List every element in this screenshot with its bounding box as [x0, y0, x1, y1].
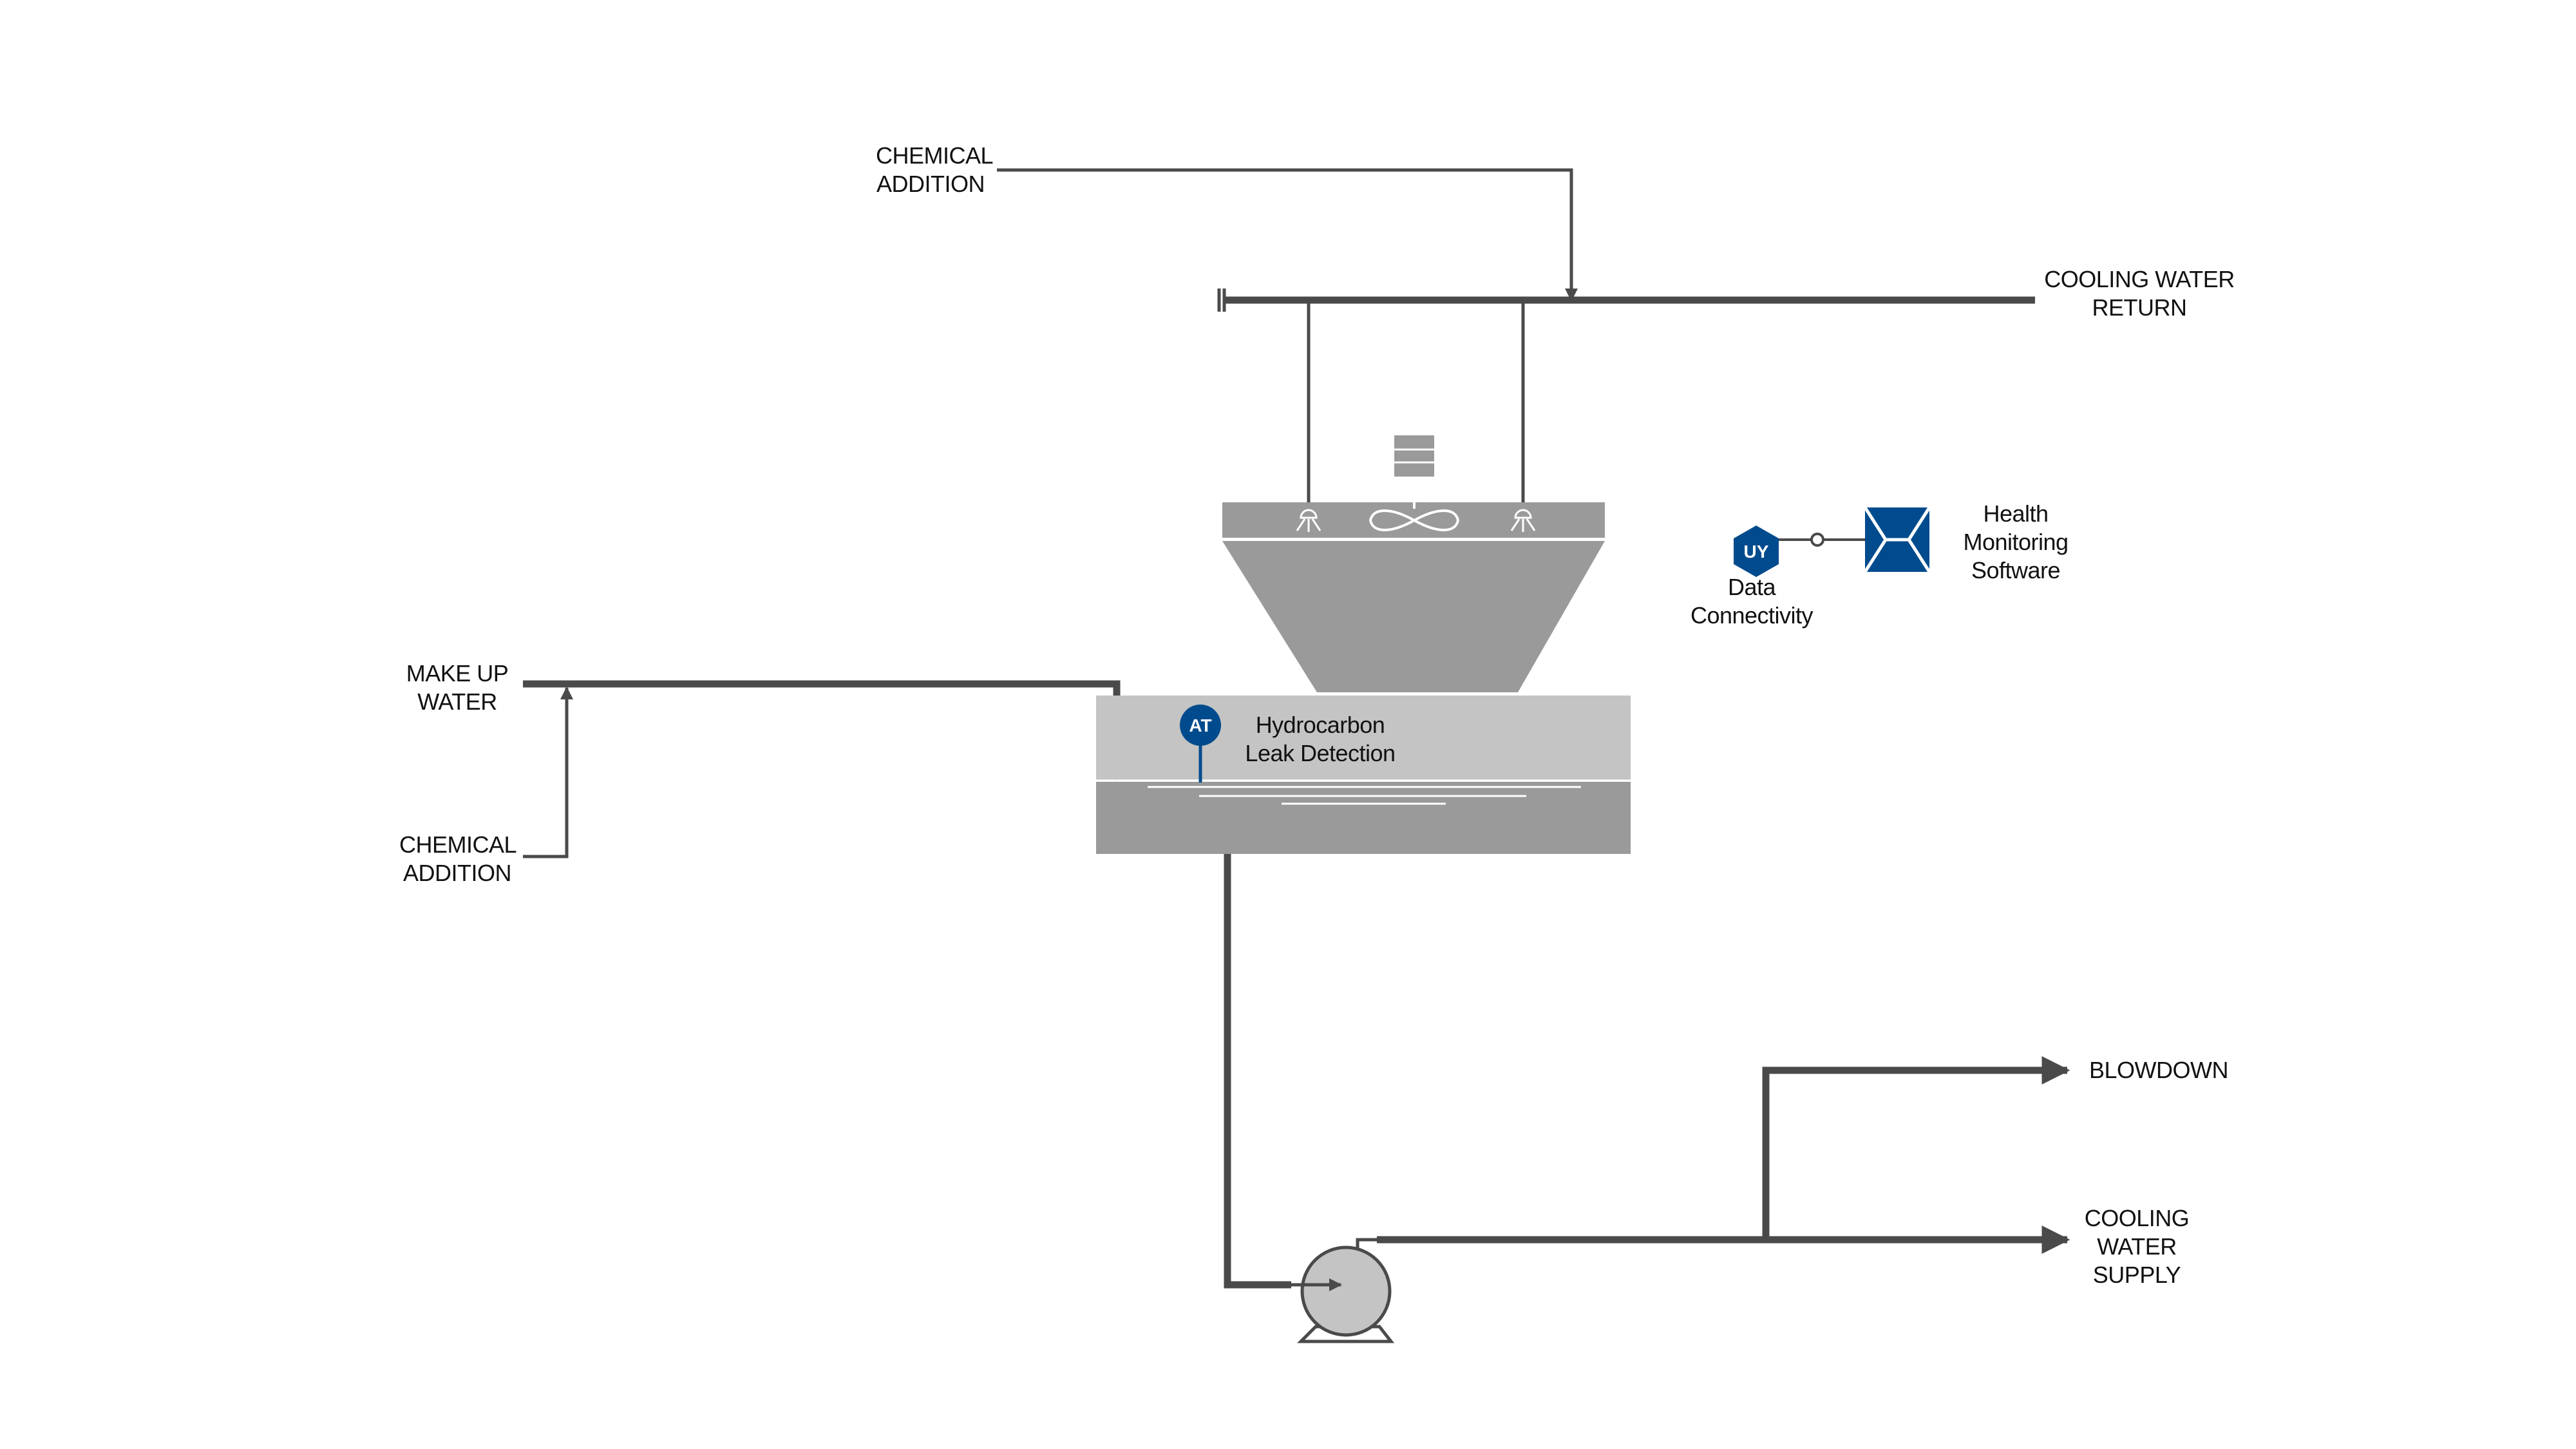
data-connectivity-label: Data Connectivity	[1690, 574, 1814, 629]
piping	[523, 168, 2070, 1289]
health-monitoring-label: Health Monitoring Software	[1963, 500, 2069, 583]
cooling-water-return-label: COOLING WATER RETURN	[2044, 266, 2235, 321]
pump-icon[interactable]	[1291, 1245, 1395, 1343]
header-end-cap	[1217, 289, 1226, 312]
basin-outlet-line	[1224, 853, 1291, 1289]
fan-motor-icon	[1394, 435, 1434, 509]
analyzer-transmitter[interactable]: AT	[1180, 705, 1221, 782]
blowdown-label: BLOWDOWN	[2089, 1057, 2229, 1083]
connectivity-tag: UY	[1744, 542, 1769, 562]
make-up-water-line	[523, 680, 1131, 782]
cooling-tower	[1096, 435, 1631, 854]
connectivity-link	[1779, 533, 1865, 547]
water-surface-lines	[1148, 786, 1581, 805]
health-monitoring-software-icon[interactable]	[1863, 506, 1931, 573]
cooling-water-supply-label: COOLING WATER SUPPLY	[2084, 1205, 2190, 1288]
chemical-addition-left-label: CHEMICAL ADDITION	[399, 831, 517, 886]
chemical-addition-top-line	[997, 168, 1578, 301]
basin-water	[1096, 782, 1631, 854]
analyzer-tag: AT	[1189, 715, 1211, 735]
hydrocarbon-leak-detection-label: Hydrocarbon Leak Detection	[1245, 712, 1396, 766]
tower-body	[1222, 541, 1605, 692]
fan-icon	[1368, 509, 1460, 531]
chemical-addition-top-label: CHEMICAL ADDITION	[876, 142, 994, 197]
spray-nozzle-icon	[1510, 509, 1536, 532]
chemical-addition-left-line	[523, 687, 573, 858]
spray-nozzle-icon	[1296, 509, 1321, 532]
data-connectivity-node[interactable]: UY	[1734, 526, 1779, 577]
blowdown-line	[1762, 1056, 2070, 1240]
make-up-water-label: MAKE UP WATER	[406, 660, 509, 715]
